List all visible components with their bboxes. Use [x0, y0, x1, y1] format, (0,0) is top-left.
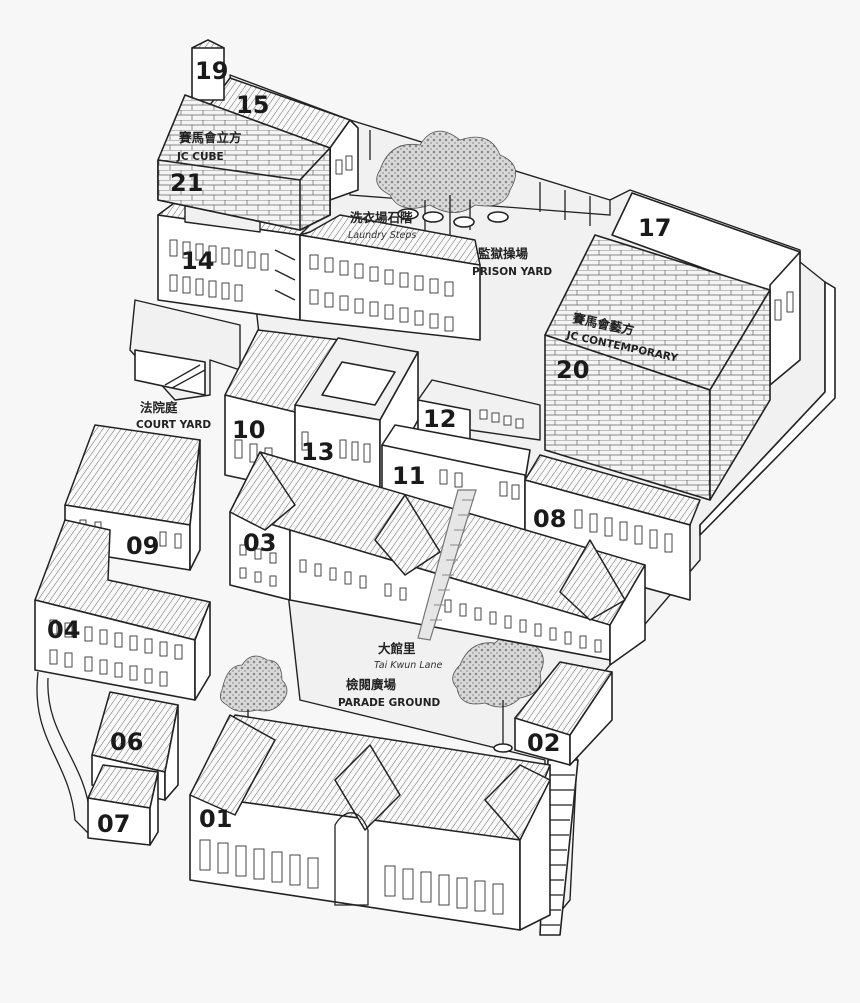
- building-07[interactable]: [87, 764, 159, 846]
- label-12: 12: [423, 405, 456, 433]
- svg-text:監獄操場: 監獄操場: [478, 246, 529, 261]
- label-court-yard: 法院庭 COURT YARD: [136, 400, 211, 431]
- footbridge: [417, 489, 477, 641]
- label-06: 06: [110, 728, 143, 756]
- label-13: 13: [301, 438, 334, 466]
- label-15: 15: [236, 91, 269, 119]
- building-number-labels: 19 15 21 17 14 20 12 10 13 11 08 03 09 0…: [47, 57, 671, 838]
- label-19: 19: [195, 57, 228, 85]
- label-14: 14: [181, 247, 214, 275]
- label-laundry-steps: 洗衣場石階 Laundry Steps: [348, 210, 416, 241]
- building-02[interactable]: [514, 661, 613, 766]
- building-17[interactable]: [611, 192, 801, 386]
- building-04[interactable]: [34, 519, 211, 701]
- building-14[interactable]: [157, 194, 481, 341]
- label-prison-yard: 監獄操場 PRISON YARD: [472, 246, 552, 278]
- svg-text:PARADE GROUND: PARADE GROUND: [338, 697, 441, 709]
- label-10: 10: [232, 416, 265, 444]
- label-20: 20: [556, 356, 589, 384]
- svg-text:洗衣場石階: 洗衣場石階: [350, 210, 413, 225]
- svg-text:大館里: 大館里: [378, 641, 416, 656]
- label-11: 11: [392, 462, 425, 490]
- svg-text:檢閱廣場: 檢閱廣場: [346, 677, 397, 692]
- label-17: 17: [638, 214, 671, 242]
- building-14-windows: [169, 239, 454, 332]
- label-parade-ground: 檢閱廣場 PARADE GROUND: [338, 677, 441, 709]
- building-04-windows: [49, 619, 183, 687]
- label-08: 08: [533, 505, 566, 533]
- svg-text:法院庭: 法院庭: [140, 400, 178, 415]
- svg-text:賽馬會立方: 賽馬會立方: [178, 130, 242, 145]
- label-03: 03: [243, 529, 276, 557]
- label-09: 09: [126, 532, 159, 560]
- label-21: 21: [170, 169, 203, 197]
- label-02: 02: [527, 729, 560, 757]
- svg-text:JC CUBE: JC CUBE: [176, 151, 224, 163]
- svg-text:PRISON YARD: PRISON YARD: [472, 266, 552, 278]
- svg-text:Laundry Steps: Laundry Steps: [348, 230, 416, 241]
- tree-prison-yard-1: [376, 130, 517, 235]
- building-11[interactable]: [381, 424, 531, 531]
- building-01-windows: [199, 839, 504, 915]
- svg-text:COURT YARD: COURT YARD: [136, 419, 211, 431]
- label-04: 04: [47, 616, 80, 644]
- building-01[interactable]: [189, 714, 551, 931]
- tree-parade-ground-left: [219, 655, 288, 725]
- svg-text:Tai Kwun Lane: Tai Kwun Lane: [374, 660, 442, 671]
- building-03[interactable]: [229, 451, 646, 666]
- label-jc-cube: 賽馬會立方 JC CUBE: [176, 130, 242, 163]
- building-20-jc-contemporary[interactable]: [544, 234, 771, 501]
- building-12[interactable]: [417, 379, 541, 441]
- label-01: 01: [199, 805, 232, 833]
- building-19[interactable]: [191, 39, 225, 101]
- footpath: [36, 671, 96, 836]
- label-tai-kwun-lane: 大館里 Tai Kwun Lane: [374, 641, 442, 671]
- building-21-jc-cube[interactable]: [157, 94, 331, 231]
- label-07: 07: [97, 810, 130, 838]
- court-yard-walls: [129, 299, 241, 401]
- building-03-windows: [239, 544, 602, 653]
